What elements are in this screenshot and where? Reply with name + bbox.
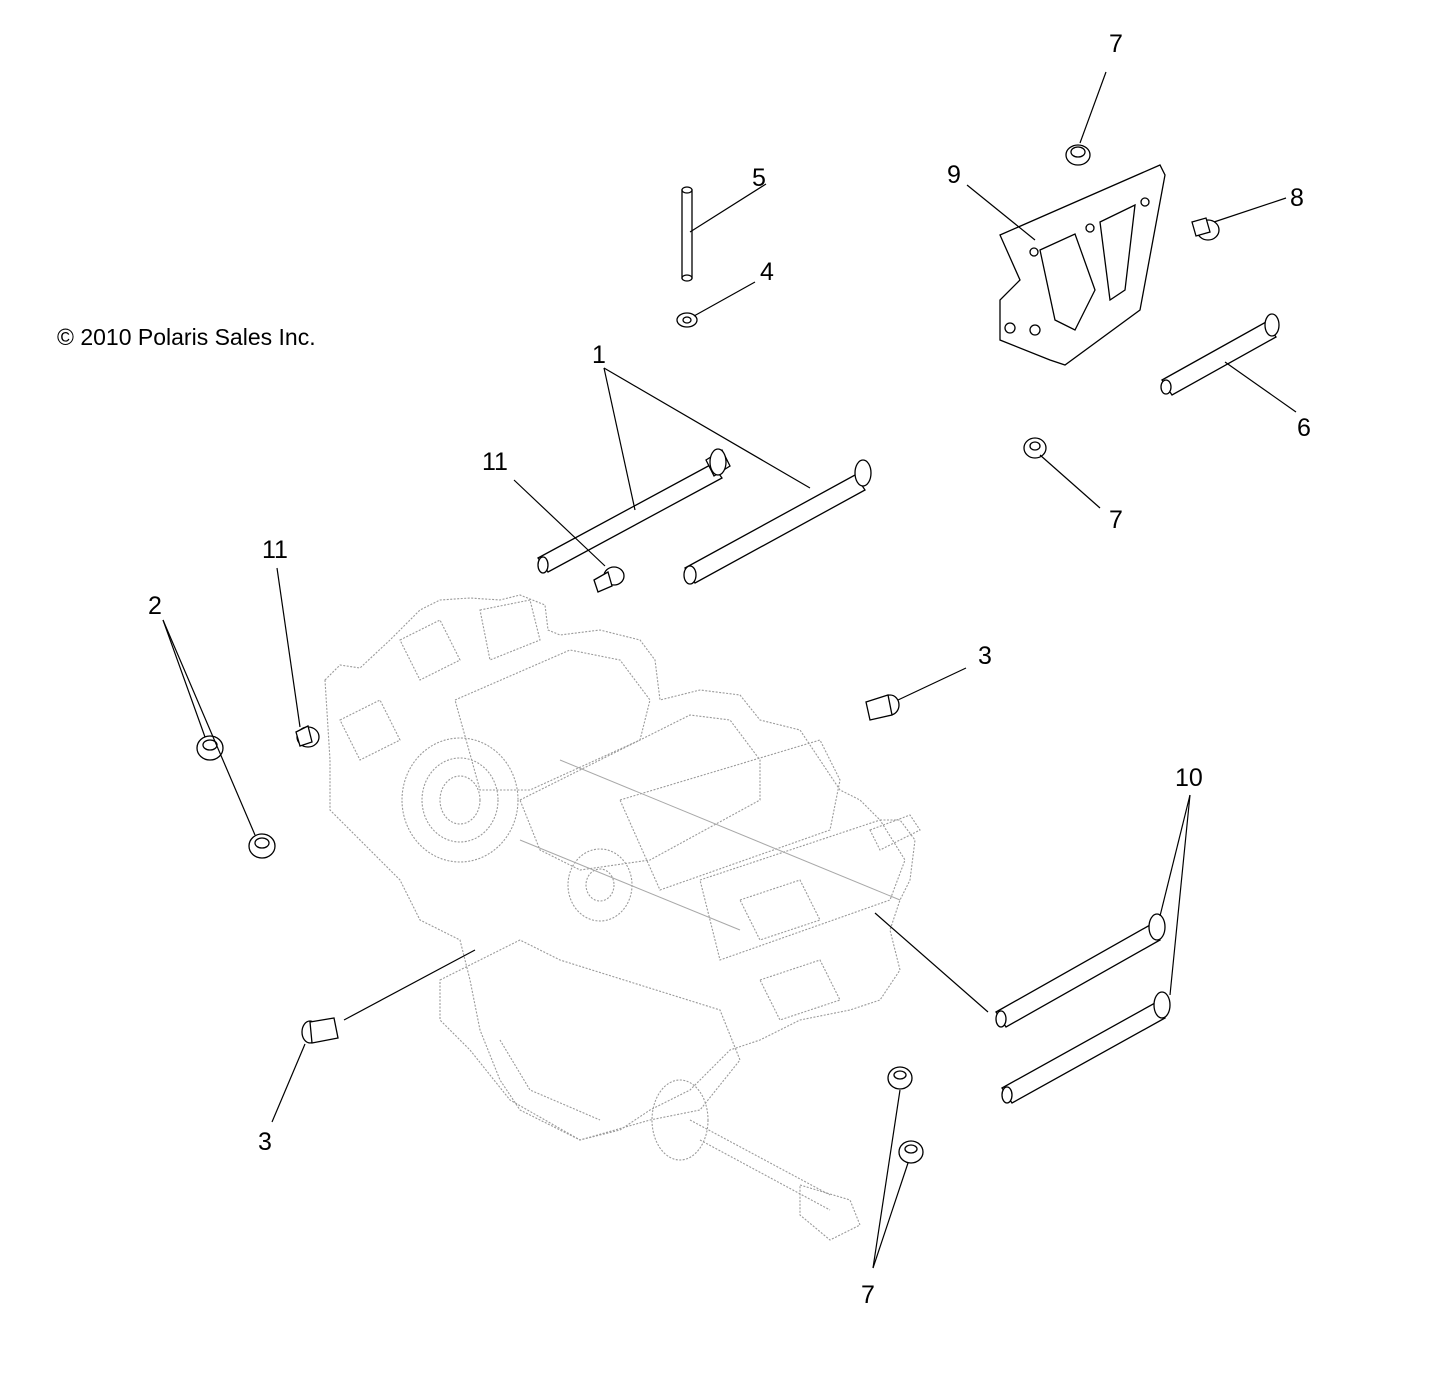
bolt-8 — [1191, 217, 1220, 241]
copyright-text: © 2010 Polaris Sales Inc. — [57, 324, 316, 350]
callout-7-mid: 7 — [1109, 506, 1123, 534]
callout-9: 9 — [947, 161, 961, 189]
bracket-9 — [999, 164, 1166, 366]
callout-3-left: 3 — [258, 1128, 272, 1156]
bolt-10a — [995, 913, 1166, 1028]
callout-3-right: 3 — [978, 642, 992, 670]
callout-5: 5 — [752, 164, 766, 192]
callout-1: 1 — [592, 341, 606, 369]
nut-7-mid — [1023, 437, 1047, 459]
bolt-11-top — [593, 566, 625, 593]
nut-7-lower-b — [898, 1140, 924, 1164]
callout-2: 2 — [148, 592, 162, 620]
callout-11-left: 11 — [262, 536, 288, 564]
nut-2b — [248, 833, 276, 859]
callout-7-top: 7 — [1109, 30, 1123, 58]
clip-4 — [676, 312, 698, 328]
nut-7-top — [1065, 144, 1091, 166]
callout-7-bottom: 7 — [861, 1281, 875, 1309]
leader-lines — [162, 71, 1297, 1269]
callout-6: 6 — [1297, 414, 1311, 442]
callout-10: 10 — [1175, 764, 1203, 792]
transmission-housing-ghost — [324, 594, 921, 1241]
bolt-10b — [1001, 991, 1171, 1104]
bolt-6 — [1160, 313, 1280, 396]
pin-5 — [681, 186, 693, 282]
bolt-1b — [683, 459, 872, 585]
callout-8: 8 — [1290, 184, 1304, 212]
bolt-3-left — [301, 1017, 339, 1044]
bolt-1a — [537, 448, 731, 574]
bolt-11-left — [295, 725, 320, 748]
callout-4: 4 — [760, 258, 774, 286]
nut-2a — [196, 735, 224, 761]
nut-7-lower-a — [887, 1066, 913, 1090]
callout-11-top: 11 — [482, 448, 508, 476]
bolt-3-right — [865, 694, 900, 721]
